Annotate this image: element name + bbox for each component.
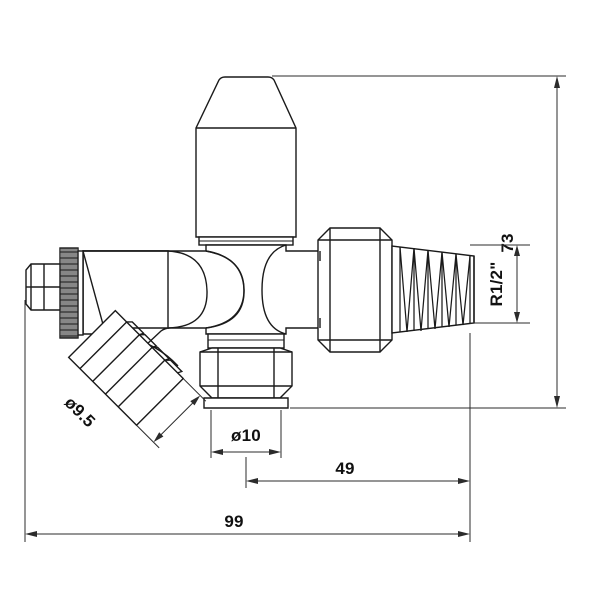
part-geometry-group bbox=[25, 76, 475, 427]
dim-label-d10: ø10 bbox=[231, 426, 261, 445]
bottom-outlet bbox=[199, 333, 293, 409]
dim-label-d95: ø9.5 bbox=[61, 393, 99, 431]
union-hex-nut bbox=[317, 227, 393, 353]
male-taper-thread bbox=[391, 245, 475, 334]
thread-helix-zigzag bbox=[399, 246, 471, 333]
cap-neck bbox=[198, 236, 294, 246]
dim-label-thread: R1/2" bbox=[487, 262, 506, 307]
dim-overall-height: 73 bbox=[272, 75, 566, 409]
top-cap bbox=[195, 76, 297, 238]
dim-overall-length: 99 bbox=[24, 300, 471, 542]
dim-label-49: 49 bbox=[335, 459, 354, 478]
dim-angled-outlet bbox=[136, 378, 207, 449]
knurl-rings bbox=[60, 251, 78, 337]
knurl-teeth bbox=[61, 248, 77, 338]
left-cap-nut bbox=[25, 263, 61, 311]
dim-center-to-end: 49 bbox=[245, 333, 471, 488]
angled-ribbed-outlet bbox=[67, 309, 185, 427]
dim-thread-size: R1/2" bbox=[470, 244, 530, 324]
knurled-adjuster-wheel bbox=[59, 247, 84, 339]
barb-segments bbox=[67, 309, 185, 427]
dim-label-73: 73 bbox=[498, 233, 517, 252]
dim-bottom-port: ø10 bbox=[210, 410, 282, 458]
thread-crests bbox=[399, 247, 471, 332]
dim-label-99: 99 bbox=[224, 512, 243, 531]
